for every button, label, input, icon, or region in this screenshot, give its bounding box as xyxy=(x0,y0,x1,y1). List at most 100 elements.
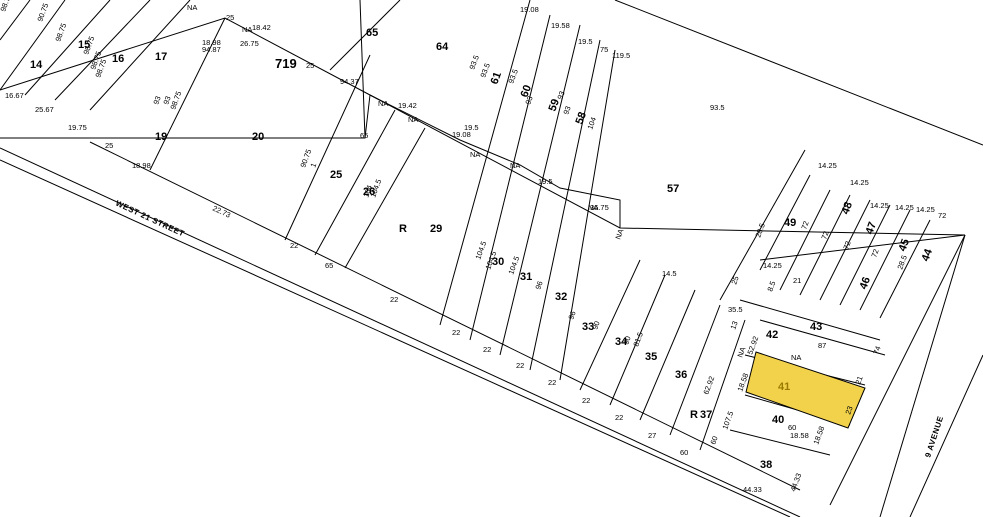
dimension-label: 16.67 xyxy=(5,91,24,100)
dimension-label: 19.5 xyxy=(538,177,553,186)
block-outline xyxy=(0,17,966,236)
lot-16: 16 xyxy=(112,53,124,65)
street-label-west-21: WEST 21 STREET xyxy=(114,199,186,239)
dimension-label: 96 xyxy=(533,280,544,291)
rear-marker-29: R xyxy=(399,223,407,235)
lot-47: 47 xyxy=(864,220,879,236)
dimension-label: 72 xyxy=(841,240,852,251)
dimension-label: NA xyxy=(408,115,418,124)
dimension-label: 14.25 xyxy=(870,201,889,210)
dimension-label: 93.5 xyxy=(710,103,725,112)
dimension-label: 26.75 xyxy=(240,39,259,48)
dimension-label: 19.5 xyxy=(578,37,593,46)
dimension-label: 18.98 xyxy=(202,38,221,47)
dimension-label: 35.5 xyxy=(728,305,743,314)
street-line-east-inner xyxy=(879,234,966,517)
dimension-label: 60 xyxy=(708,435,719,446)
highlighted-lot-41[interactable] xyxy=(745,351,866,429)
lot-29: 29 xyxy=(430,223,442,235)
dimension-label: 28.5 xyxy=(895,254,908,271)
dimension-label: 81.5 xyxy=(631,331,644,348)
dimension-label: NA xyxy=(510,161,520,170)
block-number: 719 xyxy=(275,56,297,71)
dimension-label: NA xyxy=(378,99,388,108)
dimension-label: 44.33 xyxy=(743,485,762,494)
dimension-label: 90 xyxy=(621,335,632,346)
lot-48: 48 xyxy=(840,200,855,216)
street-line-east-outer xyxy=(614,0,983,146)
dimension-label: 72 xyxy=(799,220,810,231)
lot-57: 57 xyxy=(667,183,679,195)
dimension-label: 14.25 xyxy=(763,261,782,270)
dimension-label: 22 xyxy=(548,378,556,387)
rear-line xyxy=(369,94,621,228)
dimension-label: 93.5 xyxy=(506,68,519,85)
dimension-label: 14.25 xyxy=(916,205,935,214)
dimension-label: 87 xyxy=(818,341,826,350)
dimension-label: 19.42 xyxy=(398,101,417,110)
lot-20: 20 xyxy=(252,131,264,143)
lot-26: 26 xyxy=(363,186,375,198)
east-lot-lines xyxy=(719,149,966,456)
lot-59: 59 xyxy=(547,97,562,113)
lot-15: 15 xyxy=(78,39,90,51)
dimension-label: 75 xyxy=(600,45,608,54)
dimension-label: 44.33 xyxy=(788,472,803,493)
dimension-label: 21 xyxy=(853,375,864,386)
dimension-label: 19.08 xyxy=(520,5,539,14)
dimension-label: 104 xyxy=(361,184,374,199)
lot-44: 44 xyxy=(920,247,936,263)
dimension-label: 22 xyxy=(615,413,623,422)
dimension-label: 90.75 xyxy=(35,2,50,23)
dimension-label: 19.58 xyxy=(551,21,570,30)
dimension-label: 25 xyxy=(729,275,740,286)
dimension-label: 104 xyxy=(585,116,598,131)
dimension-label: 65 xyxy=(325,261,333,270)
street-line-south-inner xyxy=(0,159,791,517)
dimension-label: 93 xyxy=(561,105,572,116)
lot-45: 45 xyxy=(897,237,912,253)
dimension-label: 25.67 xyxy=(35,105,54,114)
lot-32: 32 xyxy=(555,291,567,303)
lot-43: 43 xyxy=(810,321,822,333)
street-line-south-outer xyxy=(0,147,801,517)
dimension-label: 8.5 xyxy=(765,280,777,293)
lot-65: 65 xyxy=(366,27,378,39)
dimension-label: 36.75 xyxy=(590,203,609,212)
dimension-label: 62.92 xyxy=(701,375,716,396)
dimension-label: 93.5 xyxy=(467,54,480,71)
dimension-label: 14.25 xyxy=(895,203,914,212)
dimension-label: 14.25 xyxy=(818,161,837,170)
dimension-label: 22 xyxy=(582,396,590,405)
dimension-label: 18.58 xyxy=(790,431,809,440)
lot-labels: 14 15 16 17 19 20 25 26 29 30 31 32 33 3… xyxy=(30,27,935,471)
dimension-label: 19.75 xyxy=(68,123,87,132)
lot-31: 31 xyxy=(520,271,532,283)
lot-17: 17 xyxy=(155,51,167,63)
dimension-label: 25 xyxy=(105,141,113,150)
dimension-label: 65 xyxy=(360,131,368,140)
dimension-label: 13 xyxy=(728,320,739,331)
dimension-label: NA xyxy=(613,228,625,241)
lot-35: 35 xyxy=(645,351,657,363)
dimension-label: 18.58 xyxy=(811,425,826,446)
dimension-label: 93 xyxy=(523,95,534,106)
dimension-label: 94.37 xyxy=(340,77,359,86)
dimension-label: 72 xyxy=(938,211,946,220)
lot-58: 58 xyxy=(574,110,589,126)
dimension-label: 22 xyxy=(483,345,491,354)
dimension-label: 119.5 xyxy=(612,51,630,60)
block-east-edge xyxy=(829,234,966,506)
lot-25: 25 xyxy=(330,169,342,181)
dimension-label: 1 xyxy=(308,162,318,169)
dimension-label: 22 xyxy=(516,361,524,370)
lot-38: 38 xyxy=(760,459,772,471)
dimension-label: 104.5 xyxy=(368,178,383,199)
block-outline-south xyxy=(0,94,371,139)
lot-41[interactable]: 41 xyxy=(778,381,790,393)
lot-46: 46 xyxy=(858,275,873,291)
dimension-label: 72 xyxy=(869,248,880,259)
dimension-label: 23 xyxy=(843,405,854,416)
